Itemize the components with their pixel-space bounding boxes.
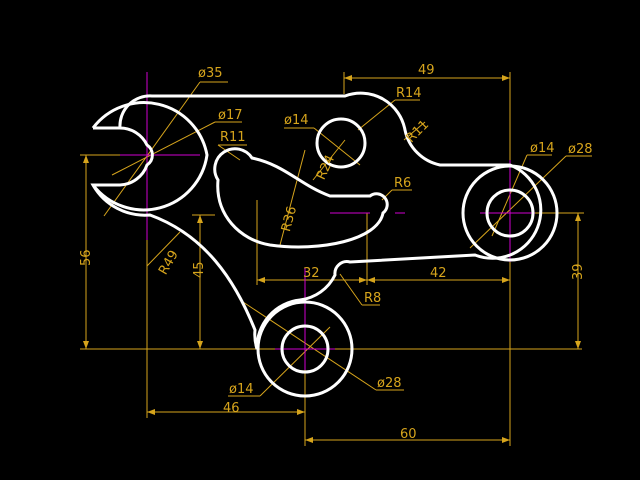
label-radius-14: R14 — [396, 86, 422, 101]
dimension-lines — [80, 72, 592, 446]
label-dim-42: 42 — [430, 266, 447, 281]
label-dim-60: 60 — [400, 427, 417, 442]
label-dim-32: 32 — [303, 266, 320, 281]
label-diameter-14-bottom: ø14 — [229, 382, 254, 397]
dimension-labels: ø35 ø17 R11 ø14 R14 R11 ø14 ø28 R24 R6 R… — [79, 63, 593, 442]
label-diameter-28-bottom: ø28 — [377, 376, 402, 391]
label-radius-36: R36 — [279, 205, 300, 234]
label-diameter-35: ø35 — [198, 66, 223, 81]
label-dim-56: 56 — [79, 249, 94, 266]
label-dim-49: 49 — [418, 63, 435, 78]
center-lines — [120, 72, 535, 370]
label-diameter-28-right: ø28 — [568, 142, 593, 157]
label-radius-8: R8 — [364, 291, 381, 306]
label-radius-6: R6 — [394, 176, 411, 191]
label-radius-11-top: R11 — [220, 130, 246, 145]
arrowheads — [83, 75, 581, 443]
label-diameter-14-right: ø14 — [530, 141, 555, 156]
part-outline — [90, 91, 559, 398]
label-dim-39: 39 — [571, 263, 586, 280]
label-diameter-17: ø17 — [218, 108, 243, 123]
label-dim-45: 45 — [192, 261, 207, 278]
label-dim-46: 46 — [223, 401, 240, 416]
label-diameter-14-mid: ø14 — [284, 113, 309, 128]
